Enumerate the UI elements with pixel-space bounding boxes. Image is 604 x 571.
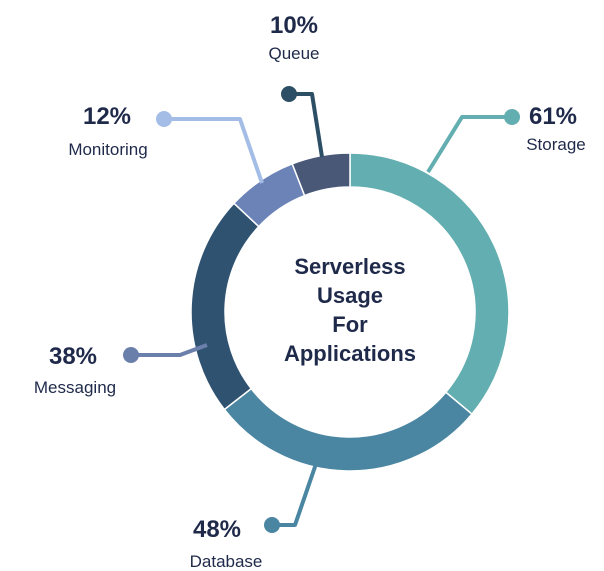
queue-segment: [291, 152, 351, 197]
chart-title-line-2: Usage: [317, 283, 383, 308]
monitoring-name-label: Monitoring: [68, 140, 147, 159]
messaging-name-label: Messaging: [34, 378, 116, 397]
storage-callout-line: [426, 115, 512, 174]
storage-name-label: Storage: [526, 135, 586, 154]
chart-title-line-3: For: [332, 312, 368, 337]
queue-name-label: Queue: [268, 44, 319, 63]
monitoring-percent-label: 12%: [83, 103, 131, 130]
queue-callout-line: [289, 92, 324, 158]
database-percent-label: 48%: [193, 516, 241, 543]
database-name-label: Database: [190, 552, 263, 571]
messaging-segment: [190, 202, 260, 411]
queue-callout-dot: [281, 86, 297, 102]
database-callout-dot: [264, 517, 280, 533]
database-segment: [223, 387, 473, 472]
database-callout-line: [272, 457, 320, 527]
callout-lines: [123, 86, 520, 533]
messaging-percent-label: 38%: [49, 343, 97, 370]
monitoring-callout-line: [164, 117, 264, 184]
chart-title-line-1: Serverless: [294, 254, 405, 279]
monitoring-callout-dot: [156, 111, 172, 127]
donut-segments: [190, 152, 510, 472]
storage-percent-label: 61%: [529, 103, 577, 130]
queue-percent-label: 10%: [270, 12, 318, 39]
messaging-callout-line: [131, 343, 208, 357]
chart-title-line-4: Applications: [284, 341, 416, 366]
messaging-callout-dot: [123, 347, 139, 363]
storage-callout-dot: [504, 109, 520, 125]
